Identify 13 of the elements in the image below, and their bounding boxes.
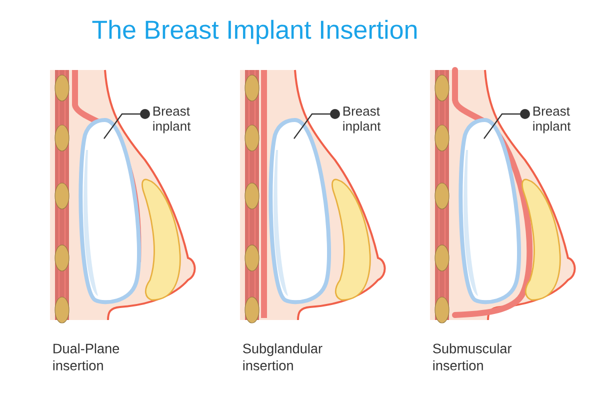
implant-drawing <box>268 118 331 304</box>
node-label: Submuscular insertion <box>433 343 512 370</box>
node-label: Subglandular insertion <box>243 343 322 370</box>
leader-line <box>104 109 150 139</box>
implant-drawing <box>78 118 141 304</box>
leader-text: Breast inplant <box>533 106 571 134</box>
title: The Breast Implant Insertion <box>92 20 417 44</box>
leader-line <box>294 109 340 139</box>
node-label: Dual-Plane insertion <box>53 343 120 370</box>
leader-text: Breast inplant <box>343 106 381 134</box>
leader-text: Breast inplant <box>153 106 191 134</box>
leader-line <box>484 109 530 139</box>
implant-drawing <box>458 118 521 304</box>
